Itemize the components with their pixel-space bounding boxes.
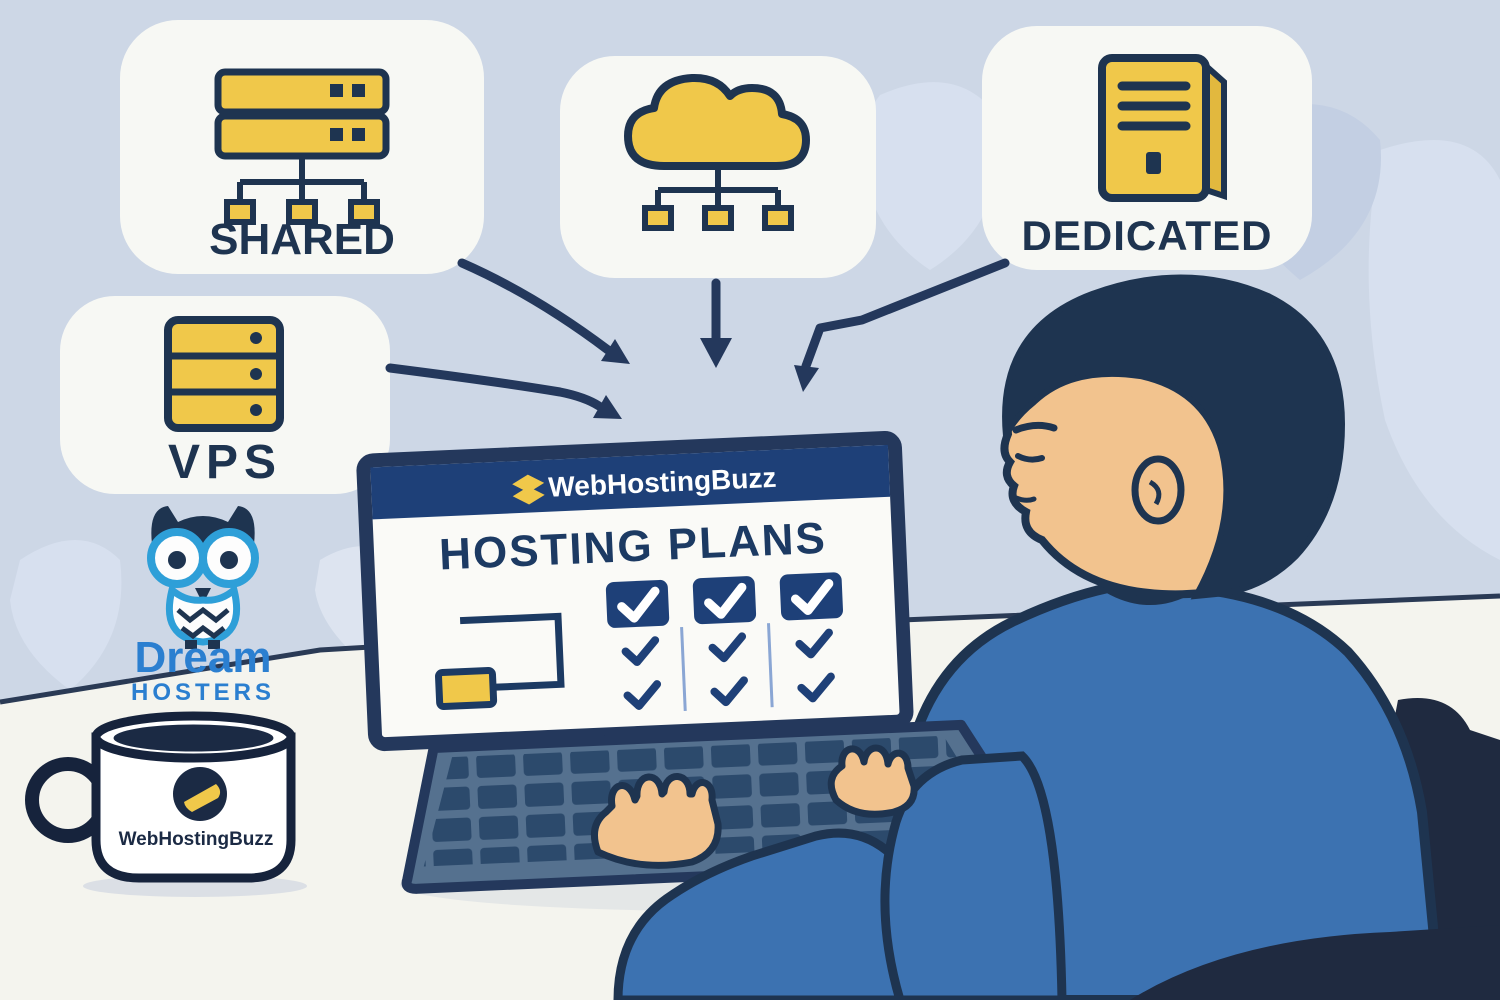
- dream-hosters-line2: HOSTERS: [131, 679, 275, 706]
- dream-hosters-line1: Dream: [135, 633, 272, 682]
- coffee-mug: WebHostingBuzz: [25, 711, 307, 897]
- arrow-from-dedicated: [801, 258, 1010, 371]
- ear-detail: [1148, 479, 1162, 506]
- column-divider: [680, 626, 687, 712]
- arrow-from-vps: [385, 363, 604, 411]
- person-eyebrow: [1012, 421, 1058, 434]
- dream-hosters-logo: Dream HOSTERS: [131, 506, 275, 706]
- person-mouth: [1013, 495, 1037, 503]
- mug-coffee: [113, 724, 274, 752]
- check-icon: [795, 628, 833, 659]
- left-hand: [590, 773, 722, 869]
- plan-card-dedicated: DEDICATED: [982, 26, 1312, 270]
- comparison-table: [605, 572, 843, 712]
- person-arms: [590, 744, 1067, 1000]
- arrow-from-shared: [457, 258, 613, 355]
- check-icon: [797, 672, 835, 703]
- person-hair: [1002, 274, 1346, 600]
- flow-arrows: [385, 258, 1010, 419]
- check-icon: [623, 680, 662, 710]
- dedicated-label: DEDICATED: [1022, 212, 1273, 259]
- plan-card-vps: VPS: [60, 296, 390, 494]
- leaf-decoration: [861, 82, 1002, 271]
- screen-plan-diagram: [435, 612, 565, 710]
- arrowhead: [601, 339, 630, 364]
- row-checks: [621, 628, 835, 710]
- check-icon: [710, 676, 748, 707]
- vps-server-icon: [164, 316, 284, 432]
- right-hand: [827, 744, 918, 818]
- chair-seat: [1130, 925, 1500, 1000]
- mug-logo-icon: [173, 767, 227, 821]
- leaf-decoration: [10, 540, 122, 690]
- person-eye: [1015, 453, 1045, 463]
- check-icon: [790, 579, 834, 615]
- shared-label: SHARED: [209, 215, 395, 264]
- owl-mascot-icon: [147, 506, 259, 649]
- check-icon: [617, 586, 660, 623]
- diagram-node: [435, 666, 498, 710]
- check-icon: [621, 636, 660, 667]
- arrowhead: [593, 395, 622, 419]
- right-sleeve: [880, 751, 1067, 1000]
- check-icon: [704, 582, 747, 619]
- arrowhead: [794, 365, 819, 392]
- plan-card-cloud: [560, 56, 876, 278]
- plan-card-shared: SHARED: [120, 20, 484, 274]
- shared-servers-icon: [214, 68, 390, 225]
- screen-header-bar: [370, 444, 891, 520]
- dedicated-server-icon: [1098, 54, 1227, 202]
- mug-brand-text: WebHostingBuzz: [119, 829, 274, 850]
- check-icon: [708, 632, 747, 663]
- column-divider: [767, 623, 774, 708]
- cloud-network-icon: [624, 73, 810, 231]
- arrowhead: [700, 338, 732, 368]
- diagram-connector: [459, 612, 565, 691]
- vps-label: VPS: [168, 436, 282, 489]
- brand-layers-icon: [512, 474, 545, 505]
- leaf-decoration: [1368, 140, 1500, 560]
